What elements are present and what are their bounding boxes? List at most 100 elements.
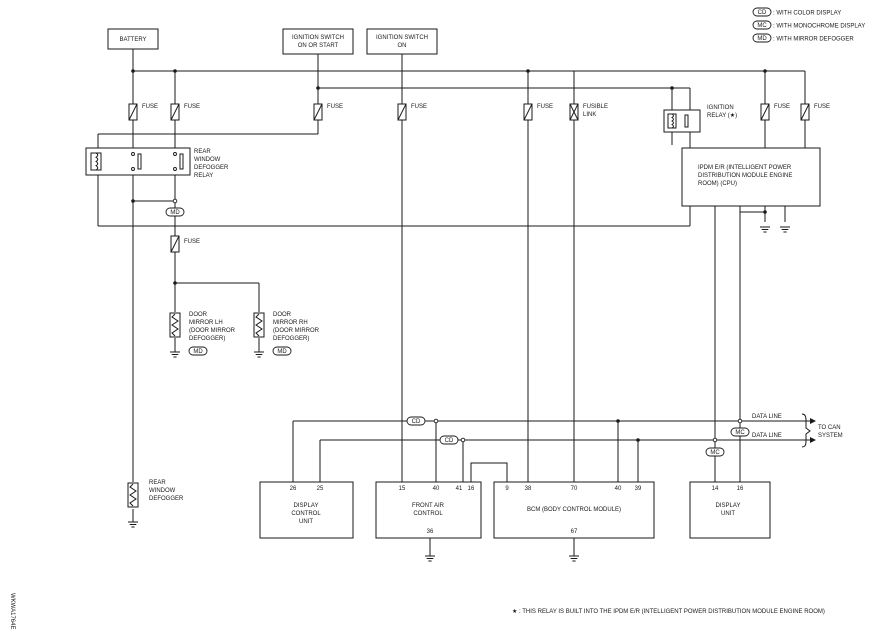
legend-mc-code: MC	[757, 23, 767, 29]
legend-mc-text: : WITH MONOCHROME DISPLAY	[773, 24, 865, 30]
bcm-pin-70: 70	[571, 486, 578, 492]
fuse-battery-relay	[128, 103, 138, 121]
ignition-relay-label-2: RELAY (★)	[707, 112, 737, 119]
ground-ipdm-1	[759, 226, 771, 233]
mirror-rh-label-4: DEFOGGER)	[273, 336, 309, 342]
dcu-label-2: CONTROL	[291, 511, 321, 517]
fuse-label-2: FUSE	[184, 104, 200, 110]
bcm-pin-38: 38	[525, 486, 532, 492]
mirror-lh-label-1: DOOR	[189, 312, 208, 318]
md-tag-mirror-rh-text: MD	[277, 349, 287, 355]
fuse-label-5: FUSE	[537, 104, 553, 110]
du-pin-14: 14	[712, 486, 719, 492]
fac-label-2: CONTROL	[413, 511, 443, 517]
dcu-label-1: DISPLAY	[294, 503, 319, 509]
fac-pin-15: 15	[399, 486, 406, 492]
fuse-label-6: FUSE	[774, 104, 790, 110]
mirror-lh-label-2: MIRROR LH	[189, 320, 223, 326]
md-tag-relay	[165, 207, 185, 217]
ignition-on-label-1: IGNITION SWITCH	[376, 35, 428, 41]
legend-cd-text: : WITH COLOR DISPLAY	[773, 11, 841, 17]
to-can-label-1: TO CAN	[818, 425, 841, 431]
ipdm-label-3: ROOM) (CPU)	[698, 181, 737, 187]
rear-window-defogger: REAR WINDOW DEFOGGER	[127, 480, 184, 528]
fac-pin-40: 40	[433, 486, 440, 492]
battery-label: BATTERY	[119, 37, 146, 43]
fuses: FUSE FUSE FUSE FUSE FUSE FUSE FUSE FUSE	[128, 103, 830, 253]
fusible-link: FUSIBLE LINK	[569, 103, 608, 121]
fuse-label-1: FUSE	[142, 104, 158, 110]
legend-md-text: : WITH MIRROR DEFOGGER	[773, 37, 854, 43]
mirror-rh-label-2: MIRROR RH	[273, 320, 308, 326]
du-label-1: DISPLAY	[716, 503, 741, 509]
dcu-pin-26: 26	[290, 486, 297, 492]
md-tag-mirror-lh-text: MD	[193, 349, 203, 355]
wires	[97, 49, 810, 556]
ipdm-label-1: IPDM E/R (INTELLIGENT POWER	[698, 165, 792, 171]
ignition-switch-on: IGNITION SWITCH ON	[366, 28, 438, 55]
defogger-relay-label-1: REAR	[194, 149, 211, 155]
fuse-label-4: FUSE	[411, 104, 427, 110]
bcm-pin-39: 39	[635, 486, 642, 492]
fac-label-1: FRONT AIR	[412, 503, 445, 509]
mc-tag-upper	[730, 427, 750, 437]
defogger-relay-label-4: RELAY	[194, 173, 213, 179]
md-tag-relay-text: MD	[170, 210, 180, 216]
battery: BATTERY	[107, 28, 159, 50]
rear-defogger-label-1: REAR	[149, 480, 166, 486]
cd-tag-lower-text: CD	[445, 438, 454, 444]
to-can-label-2: SYSTEM	[818, 433, 843, 439]
door-mirror-rh: DOOR MIRROR RH (DOOR MIRROR DEFOGGER) MD	[253, 312, 320, 358]
fuse-bcm	[523, 103, 533, 121]
fuse-ignition-on	[397, 103, 407, 121]
ipdm-er: IPDM E/R (INTELLIGENT POWER DISTRIBUTION…	[681, 147, 821, 207]
ipdm-label-2: DISTRIBUTION MODULE ENGINE	[698, 173, 792, 179]
display-unit: 14 16 DISPLAY UNIT	[689, 481, 771, 539]
fuse-label-7: FUSE	[814, 104, 830, 110]
mc-tag-lower	[705, 447, 725, 457]
fuse-mirror	[170, 235, 180, 253]
legend-md-tag	[752, 33, 772, 43]
cd-tag-upper-text: CD	[412, 419, 421, 425]
mc-tag-lower-text: MC	[710, 450, 720, 456]
fuse-ignition-start	[313, 103, 323, 121]
ground-fac	[424, 555, 436, 562]
cd-tag-lower	[439, 435, 459, 445]
legend-cd-tag	[752, 7, 772, 17]
display-control-unit: 26 25 DISPLAY CONTROL UNIT	[259, 481, 354, 539]
defogger-relay-label-2: WINDOW	[194, 157, 221, 163]
footnote: ★ : THIS RELAY IS BUILT INTO THE IPDM E/…	[512, 608, 825, 615]
ignition-on-box	[366, 28, 438, 55]
rear-defogger-label-3: DEFOGGER	[149, 496, 184, 502]
dcu-pin-25: 25	[317, 486, 324, 492]
ground-bcm	[568, 555, 580, 562]
fuse-label-3: FUSE	[327, 104, 343, 110]
side-code: WKWA1764E	[9, 593, 15, 629]
front-air-control: 15 40 41 16 FRONT AIR CONTROL 36	[375, 481, 482, 539]
data-line-label-2: DATA LINE	[752, 433, 782, 439]
mc-tag-upper-text: MC	[735, 430, 745, 436]
fuse-ipdm-2	[800, 103, 810, 121]
junctions	[131, 69, 767, 443]
mirror-lh-label-4: DEFOGGER)	[189, 336, 225, 342]
legend: CD : WITH COLOR DISPLAY MC : WITH MONOCH…	[752, 7, 865, 43]
ignition-start-label-2: ON OR START	[298, 43, 339, 49]
defogger-relay: REAR WINDOW DEFOGGER RELAY	[85, 147, 229, 179]
du-pin-16: 16	[737, 486, 744, 492]
option-tags: MD CD CD MC MC	[165, 207, 750, 457]
bcm: 9 38 70 40 39 BCM (BODY CONTROL MODULE) …	[493, 481, 655, 539]
fac-pin-16: 16	[468, 486, 475, 492]
bcm-pin-9: 9	[505, 486, 509, 492]
bcm-pin-67: 67	[571, 529, 578, 535]
fuse-label-8: FUSE	[184, 239, 200, 245]
md-tag-mirror-lh	[188, 346, 208, 356]
cd-tag-upper	[406, 416, 426, 426]
ignition-on-label-2: ON	[398, 43, 407, 49]
fuse-battery-relay-2	[170, 103, 180, 121]
legend-cd-code: CD	[758, 10, 767, 16]
legend-md-code: MD	[757, 36, 767, 42]
fusible-link-label-1: FUSIBLE	[583, 104, 608, 110]
du-label-2: UNIT	[721, 511, 735, 517]
door-mirror-lh: DOOR MIRROR LH (DOOR MIRROR DEFOGGER) MD	[169, 312, 236, 358]
